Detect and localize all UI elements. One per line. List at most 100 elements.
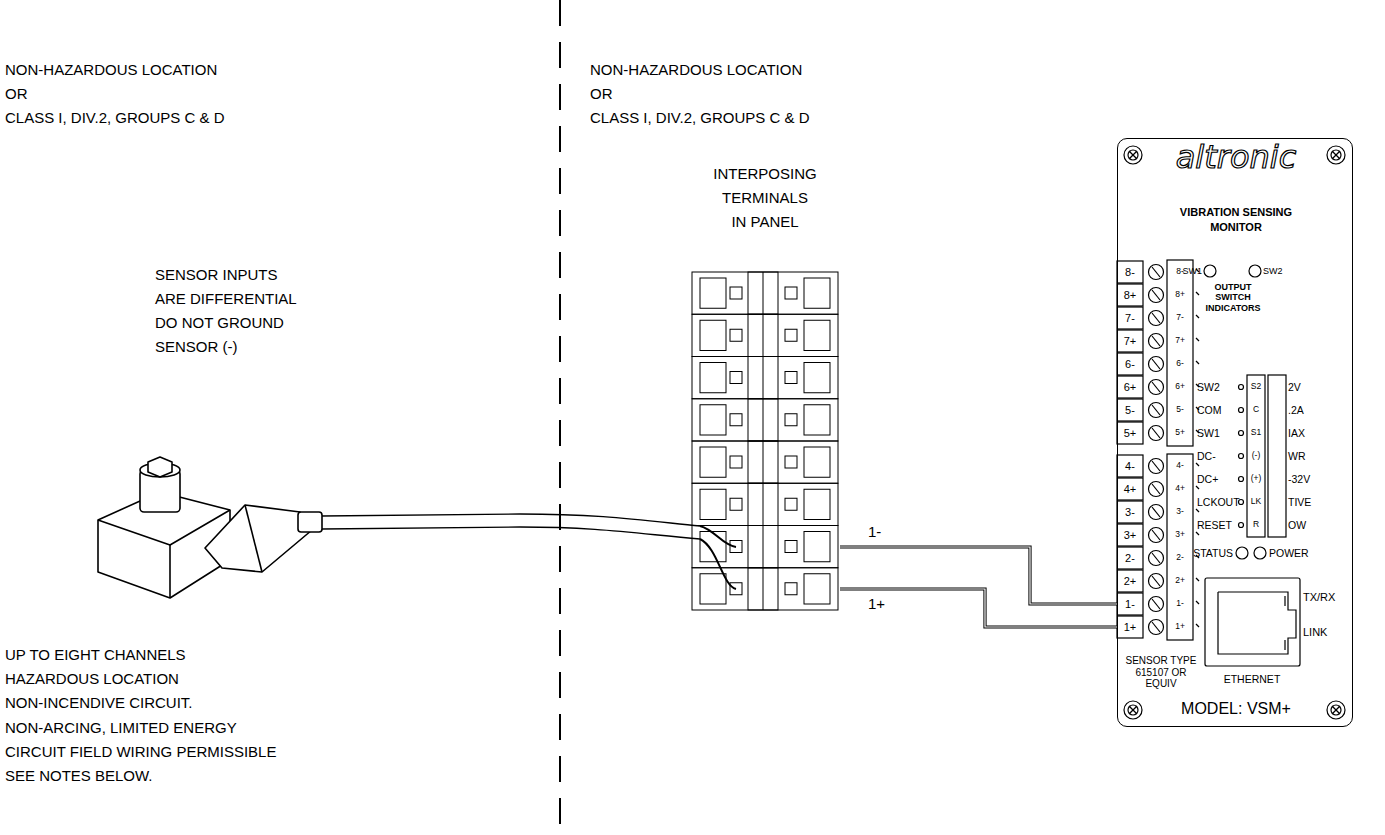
- plug-pin-label: 6-: [1176, 359, 1184, 369]
- rect-stroke: [804, 532, 830, 562]
- plug-strip: [1268, 375, 1286, 537]
- area-label: CLASS I, DIV.2, GROUPS C & D: [5, 109, 225, 126]
- plug-pin-label: (-): [1252, 451, 1261, 461]
- rect-stroke: [1117, 478, 1143, 500]
- rect-stroke: [1117, 376, 1143, 398]
- rect-stroke: [748, 483, 778, 525]
- line-stroke: [763, 272, 764, 314]
- plug-pin-label: 3-: [1176, 507, 1184, 517]
- pin-label: SW1: [1197, 427, 1220, 439]
- circle-stroke: [1149, 380, 1164, 395]
- circle-stroke: [1149, 334, 1164, 349]
- plug-pin-label: 1+: [1175, 622, 1185, 632]
- plug-pin-label: 7-: [1176, 313, 1184, 323]
- rect-stroke: [1117, 524, 1143, 546]
- circle-stroke: [1239, 523, 1244, 528]
- circle-stroke: [1331, 705, 1341, 715]
- sensor-cable: [322, 514, 736, 589]
- line-stroke: [1196, 292, 1199, 295]
- pin-label: RESET: [1197, 519, 1232, 531]
- note-text: NON-INCENDIVE CIRCUIT.: [5, 695, 193, 712]
- area-label: NON-HAZARDOUS LOCATION: [590, 61, 802, 78]
- circle-stroke: [1149, 357, 1164, 372]
- area-label: OR: [5, 85, 28, 102]
- plug-pin-label: 5-: [1176, 405, 1184, 415]
- line-stroke: [1196, 361, 1199, 364]
- rect-stroke: [785, 583, 797, 595]
- line-stroke: [1152, 382, 1160, 392]
- circle-stroke: [1149, 574, 1164, 589]
- pin-label: LCKOUT: [1197, 496, 1240, 508]
- circle-stroke: [1149, 505, 1164, 520]
- rect-stroke: [730, 414, 742, 426]
- rect-stroke: [785, 498, 797, 510]
- pin-label: COM: [1197, 404, 1222, 416]
- plug-pin-label: S2: [1251, 382, 1261, 392]
- plug-pin-label: 4-: [1176, 461, 1184, 471]
- rect-stroke: [804, 405, 830, 435]
- area-label: CLASS I, DIV.2, GROUPS C & D: [590, 109, 810, 126]
- pin-label: 6-: [1125, 358, 1135, 371]
- line-stroke: [1332, 151, 1340, 159]
- rect-stroke: [700, 320, 726, 350]
- rect-stroke: [1117, 547, 1143, 569]
- corner-screw: [1124, 146, 1142, 164]
- rect-stroke: [785, 329, 797, 341]
- note-text: SENSOR INPUTS: [155, 266, 278, 283]
- led-label: POWER: [1269, 547, 1309, 559]
- rect-stroke: [700, 278, 726, 308]
- note-text: NON-ARCING, LIMITED ENERGY: [5, 719, 237, 736]
- plug-pin-label: 1-: [1176, 599, 1184, 609]
- rect-stroke: [748, 314, 778, 356]
- line-stroke: [1152, 507, 1160, 517]
- line-stroke: [1196, 486, 1199, 489]
- plug-pin-label: 4+: [1175, 484, 1185, 494]
- pin-label: 5+: [1124, 427, 1137, 440]
- line-stroke: [1152, 336, 1160, 346]
- port-label: ETHERNET: [1224, 673, 1281, 685]
- pin-label: 1+: [1124, 621, 1137, 634]
- line-stroke: [763, 568, 764, 610]
- circle-stroke: [1239, 477, 1244, 482]
- node-heading: VIBRATION SENSING MONITOR: [1166, 205, 1306, 236]
- pin-label: IAX: [1288, 427, 1305, 439]
- line-stroke: [1152, 622, 1160, 632]
- pin-label: 4-: [1125, 460, 1135, 473]
- area-divider: [559, 0, 561, 835]
- ethernet-jack: [1205, 578, 1300, 666]
- pin-label: 7-: [1125, 312, 1135, 325]
- pin-label: DC+: [1197, 473, 1218, 485]
- pin-label: DC-: [1197, 450, 1216, 462]
- pin-label: 3+: [1124, 529, 1137, 542]
- corner-screw: [1327, 701, 1345, 719]
- rect-stroke: [748, 357, 778, 399]
- line-stroke: [1152, 530, 1160, 540]
- wire-outline: [840, 589, 1117, 627]
- pin-label: 7+: [1124, 335, 1137, 348]
- plug-pin-label: 8+: [1175, 290, 1185, 300]
- line-stroke: [1152, 576, 1160, 586]
- rect-stroke: [730, 583, 742, 595]
- rect-stroke: [730, 372, 742, 384]
- rect-stroke: [804, 320, 830, 350]
- circle-stroke: [1149, 311, 1164, 326]
- pin-label: OW: [1288, 519, 1306, 531]
- rect-stroke: [785, 414, 797, 426]
- plug-pin-label: R: [1253, 520, 1259, 530]
- sensor-type-note: SENSOR TYPE 615107 OR EQUIV: [1119, 655, 1203, 690]
- rect-stroke: [1117, 593, 1143, 615]
- line-stroke: [1129, 151, 1137, 159]
- circle-stroke: [1149, 265, 1164, 280]
- line-stroke: [1152, 428, 1160, 438]
- rect-stroke: [748, 441, 778, 483]
- signal-wire: [840, 589, 1117, 627]
- rect-stroke: [1117, 353, 1143, 375]
- circle-stroke: [1239, 385, 1244, 390]
- plug-pin-label: 2-: [1176, 553, 1184, 563]
- rect-stroke: [1117, 284, 1143, 306]
- rect-stroke: [804, 363, 830, 393]
- rect-stroke: [748, 272, 778, 314]
- line-stroke: [1129, 151, 1137, 159]
- rect-stroke: [730, 498, 742, 510]
- line-stroke: [1196, 315, 1199, 318]
